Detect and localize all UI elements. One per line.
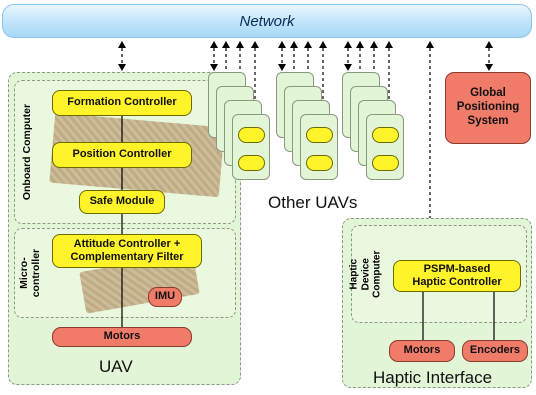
safe-module-box: Safe Module: [79, 190, 165, 214]
attitude-controller-box: Attitude Controller + Complementary Filt…: [52, 234, 202, 268]
other-uav-module: [306, 127, 333, 143]
other-uav-card: [232, 114, 270, 180]
uav-caption: UAV: [99, 357, 133, 376]
formation-controller-box: Formation Controller: [52, 90, 192, 116]
other-uav-module: [238, 155, 265, 171]
imu-box: IMU: [148, 287, 182, 307]
gps-box: Global Positioning System: [445, 72, 531, 144]
uav-motors-box: Motors: [52, 327, 192, 347]
other-uav-module: [372, 155, 399, 171]
other-uav-module: [238, 127, 265, 143]
network-label: Network: [239, 12, 295, 30]
other-uavs-caption: Other UAVs: [268, 193, 358, 212]
encoders-box: Encoders: [462, 340, 528, 362]
other-uav-module: [372, 127, 399, 143]
haptic-caption: Haptic Interface: [373, 368, 493, 387]
haptic-controller-box: PSPM-based Haptic Controller: [393, 260, 521, 292]
network-bar: Network: [2, 4, 532, 38]
other-uav-card: [300, 114, 338, 180]
other-uav-card: [366, 114, 404, 180]
position-controller-box: Position Controller: [52, 142, 192, 168]
haptic-motors-box: Motors: [389, 340, 455, 362]
other-uav-module: [306, 155, 333, 171]
